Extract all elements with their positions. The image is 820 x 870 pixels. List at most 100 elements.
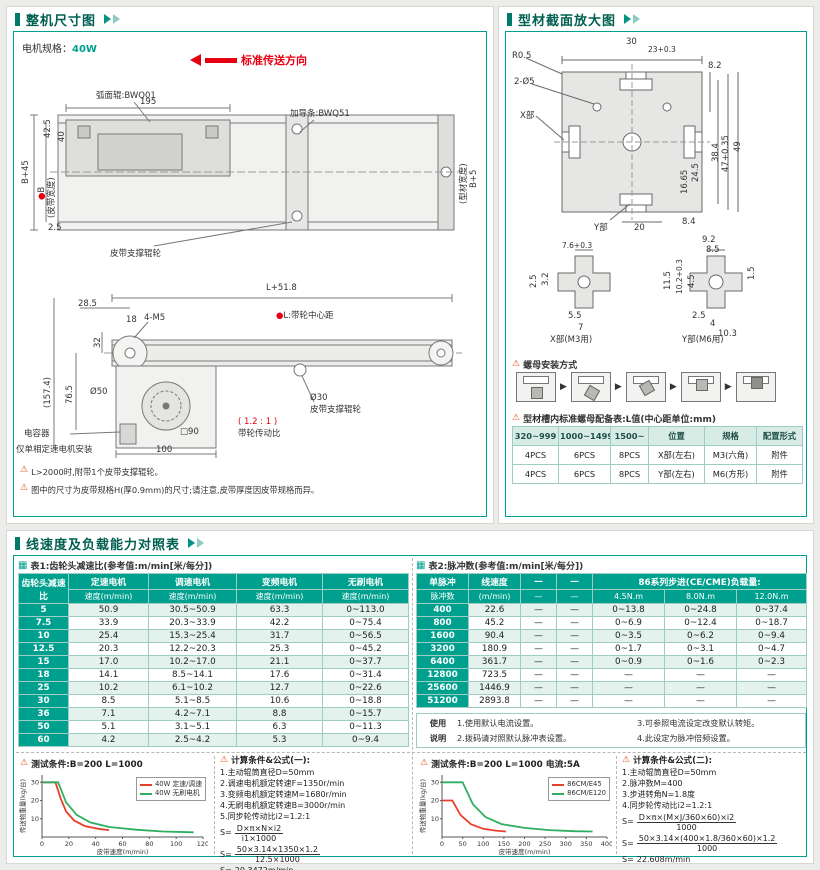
dimension-label: 32 (93, 337, 103, 348)
table-cell: — (520, 694, 557, 708)
legend-label: 86CM/E45 (567, 780, 602, 788)
svg-text:350: 350 (580, 840, 592, 848)
table-cell: 0~3.5 (592, 629, 665, 643)
dimension-label: 47+0.35 (721, 135, 731, 172)
svg-text:100: 100 (477, 840, 489, 848)
column-subheader: — (520, 589, 557, 604)
table-cell: 22.6 (468, 603, 521, 617)
table-cell: 0~9.4 (735, 629, 808, 643)
column-subheader: — (556, 589, 593, 604)
column-header: 定速电机 (68, 573, 149, 590)
table-cell: 50.9 (68, 603, 149, 617)
dimension-label: 2.5 (48, 223, 62, 233)
warning-icon: ⚠ (20, 757, 29, 768)
dimension-label: 16.65 (680, 169, 690, 194)
series-line (42, 781, 194, 834)
table-cell: — (664, 681, 737, 695)
dimension-label: 8.5 (706, 245, 720, 255)
svg-text:传送物重量(kg/台): 传送物重量(kg/台) (18, 779, 27, 833)
test-condition-text: 测试条件:B=200 L=1000 (31, 760, 143, 770)
table-cell: 1446.9 (468, 681, 521, 695)
warning-icon: ⚠ (420, 757, 429, 768)
dimension-label: ( 1.2 : 1 ) (238, 417, 278, 427)
svg-text:200: 200 (518, 840, 530, 848)
table-cell: 51200 (416, 694, 469, 708)
table-cell: 25 (18, 681, 69, 695)
dimension-label: 100 (156, 445, 173, 455)
table-cell: 8PCS (610, 445, 649, 465)
table-cell: — (556, 642, 593, 656)
calc-condition: 2.脉冲数M=400 (622, 778, 683, 788)
table-cell: 42.2 (236, 616, 323, 630)
table-cell: 4.2~7.1 (148, 707, 237, 721)
table-cell: — (556, 603, 593, 617)
column-header: 320~999 (512, 426, 559, 446)
table-cell: 0~22.6 (322, 681, 409, 695)
table-cell: — (735, 668, 808, 682)
table-cell: — (520, 603, 557, 617)
test-condition-2: ⚠ 测试条件:B=200 L=1000 电流:5A (420, 757, 580, 770)
dimension-label: 8.2 (708, 61, 722, 71)
legend-item: 40W 定速/调速 (139, 780, 202, 789)
svg-text:0: 0 (40, 840, 44, 848)
table2-caption: ▦ 表2:脉冲数(参考值:m/min[米/每分]) (416, 559, 583, 572)
calc-condition: 5.同步轮传动比i2=1.2:1 (220, 811, 311, 821)
dimension-label: 24.5 (691, 163, 701, 182)
formula-lhs: S= (622, 838, 634, 848)
column-header: — (556, 573, 593, 590)
nut-install-title-text: 螺母安装方式 (523, 361, 578, 371)
table-cell: 0~24.8 (664, 603, 737, 617)
panel-header: 型材截面放大图 (499, 7, 813, 31)
slot-icon (523, 376, 549, 384)
formula-lhs: S= (220, 849, 232, 859)
table-cell: 90.4 (468, 629, 521, 643)
dimension-label: 5.5 (568, 311, 582, 321)
svg-text:20: 20 (431, 797, 439, 805)
table-cell: 25.3 (236, 642, 323, 656)
table-cell: — (520, 668, 557, 682)
table-cell: 30 (18, 694, 69, 708)
table-cell: 4PCS (512, 464, 559, 484)
table-cell: 6.3 (236, 720, 323, 734)
dimension-label: ●L:带轮中心距 (276, 311, 334, 321)
warning-icon: ⚠ (622, 755, 631, 766)
table-cell: 10.2~17.0 (148, 655, 237, 669)
column-subheader: 脉冲数 (416, 589, 469, 604)
dimension-drawing-area: 电机规格：40W 标准传送方向 ⚠ L>2000时,附带1个皮带支撑辊轮。 ⚠ … (13, 31, 487, 517)
table-cell: 0~37.4 (735, 603, 808, 617)
footnote: ⚠ 图中的尺寸为皮带规格H(厚0.9mm)的尺寸;请注意,皮带厚度因皮带规格而异… (20, 483, 319, 496)
table-cell: 30.5~50.9 (148, 603, 237, 617)
table-cell: 10.6 (236, 694, 323, 708)
nut-icon (531, 387, 543, 399)
dimension-label: Y部 (594, 223, 608, 233)
formula-lhs: S= (622, 817, 634, 827)
table-cell: — (556, 681, 593, 695)
gear-ratio-speed-table: 齿轮头减速比定速电机调速电机变频电机无刷电机速度(m/min)速度(m/min)… (18, 573, 409, 747)
table-cell: — (520, 616, 557, 630)
calc-title-text: 计算条件&公式(二): (633, 756, 713, 766)
table-cell: X部(左右) (648, 445, 705, 465)
conveying-direction: 标准传送方向 (190, 52, 307, 68)
arrow-bar-icon (205, 57, 237, 63)
table-cell: — (556, 668, 593, 682)
denominator: 1000 (696, 844, 718, 854)
column-subheader: 4.5N.m (592, 589, 665, 604)
legend-label: 40W 无刷电机 (154, 789, 200, 798)
table-cell: M3(六角) (704, 445, 757, 465)
table-cell: 50 (18, 720, 69, 734)
usage-label: 使用 (429, 718, 447, 728)
usage-label: 说明 (429, 733, 447, 743)
svg-text:40: 40 (92, 840, 100, 848)
svg-text:20: 20 (31, 797, 39, 805)
